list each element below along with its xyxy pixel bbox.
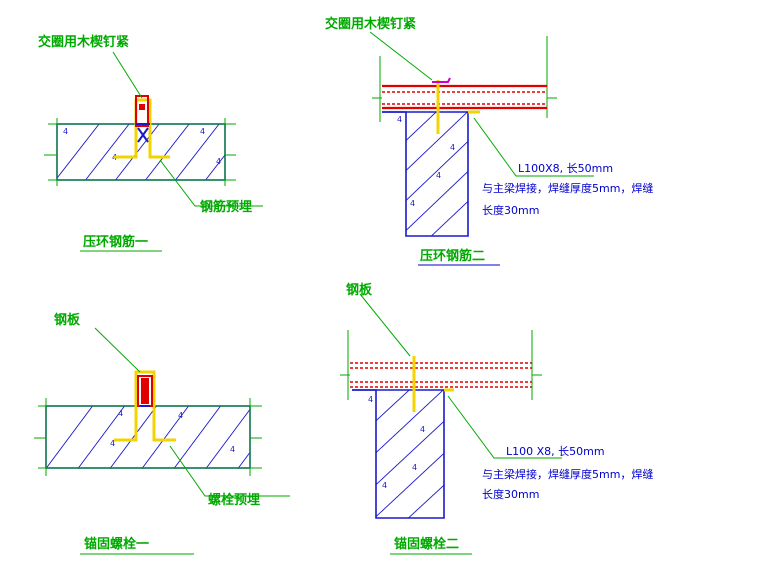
beam-section-br: [340, 330, 542, 400]
title-anchor-bolt-1: 锚固螺栓一: [84, 536, 149, 552]
label-bolt-embed: 螺栓预埋: [208, 492, 260, 508]
callout-steel-plate-br: 钢板: [346, 282, 373, 298]
leader-angle-tr: [473, 117, 594, 177]
label-rebar-embed: 钢筋预埋: [200, 199, 252, 215]
svg-text:4: 4: [397, 115, 402, 124]
leader-callout-bl: [94, 327, 141, 373]
svg-text:4: 4: [63, 127, 68, 136]
svg-text:4: 4: [200, 127, 205, 136]
detail-press-ring-rebar-2: 4 4 4 4 交圈用木楔钉紧 L100X8, 长50mm 与主梁焊接，焊缝厚度…: [325, 16, 653, 266]
note-weld-length-tr: 长度30mm: [482, 203, 539, 217]
svg-text:4: 4: [110, 439, 115, 448]
column-section-tr: 4 4 4 4: [382, 111, 469, 237]
anchor-bolt-bl: [114, 370, 176, 442]
svg-text:4: 4: [230, 445, 235, 454]
detail-press-ring-rebar-1: 4 4 4 4 交圈用木楔钉紧 钢筋预埋 压环钢筋一: [38, 34, 263, 252]
leader-angle-br: [447, 395, 562, 459]
hatch-br: [376, 390, 444, 518]
hatch-tl: [57, 124, 225, 180]
hatch-tr: [406, 112, 468, 236]
svg-text:4: 4: [420, 425, 425, 434]
svg-text:4: 4: [436, 171, 441, 180]
note-weld-length-br: 长度30mm: [482, 487, 539, 501]
leader-callout-tr: [369, 31, 433, 81]
leader-embed-tl: [159, 159, 263, 207]
title-press-ring-rebar-1: 压环钢筋一: [83, 234, 148, 250]
svg-text:4: 4: [410, 199, 415, 208]
svg-text:4: 4: [216, 157, 221, 166]
callout-wedge-tr: 交圈用木楔钉紧: [325, 16, 416, 32]
callout-steel-plate-bl: 钢板: [54, 312, 81, 328]
title-anchor-bolt-2: 锚固螺栓二: [394, 536, 459, 552]
detail-anchor-bolt-1: 4 4 4 4 钢板 螺栓预埋 锚固螺栓一: [34, 312, 290, 555]
leader-embed-bl: [169, 445, 290, 497]
svg-text:4: 4: [118, 409, 123, 418]
hatch-bl: [46, 406, 250, 468]
svg-text:4: 4: [178, 411, 183, 420]
beam-section-tr: [372, 36, 557, 122]
note-angle-size-br: L100 X8, 长50mm: [506, 445, 605, 458]
leader-callout-tl: [112, 51, 143, 99]
title-press-ring-rebar-2: 压环钢筋二: [420, 248, 485, 264]
dimension-lines-bl: [34, 398, 262, 476]
svg-text:4: 4: [450, 143, 455, 152]
leader-callout-br: [359, 293, 411, 357]
detail-anchor-bolt-2: 4 4 4 4 钢板 L100 X8, 长50mm 与主梁焊接，焊缝厚度5mm，…: [340, 282, 653, 555]
column-section-br: 4 4 4 4: [352, 389, 445, 519]
slab-section-bl: 4 4 4 4: [45, 405, 251, 469]
note-weld-br: 与主梁焊接，焊缝厚度5mm，焊缝: [482, 467, 653, 481]
svg-text:4: 4: [368, 395, 373, 404]
svg-text:4: 4: [412, 463, 417, 472]
note-weld-tr: 与主梁焊接，焊缝厚度5mm，焊缝: [482, 181, 653, 195]
embedded-rebar-tr: [432, 77, 480, 134]
svg-text:4: 4: [382, 481, 387, 490]
note-angle-size-tr: L100X8, 长50mm: [518, 162, 613, 175]
callout-wedge-tl: 交圈用木楔钉紧: [38, 34, 129, 50]
steel-plate-br: [412, 356, 454, 412]
dimension-lines-tl: [44, 118, 236, 186]
embedded-rebar-tl: [114, 95, 170, 159]
